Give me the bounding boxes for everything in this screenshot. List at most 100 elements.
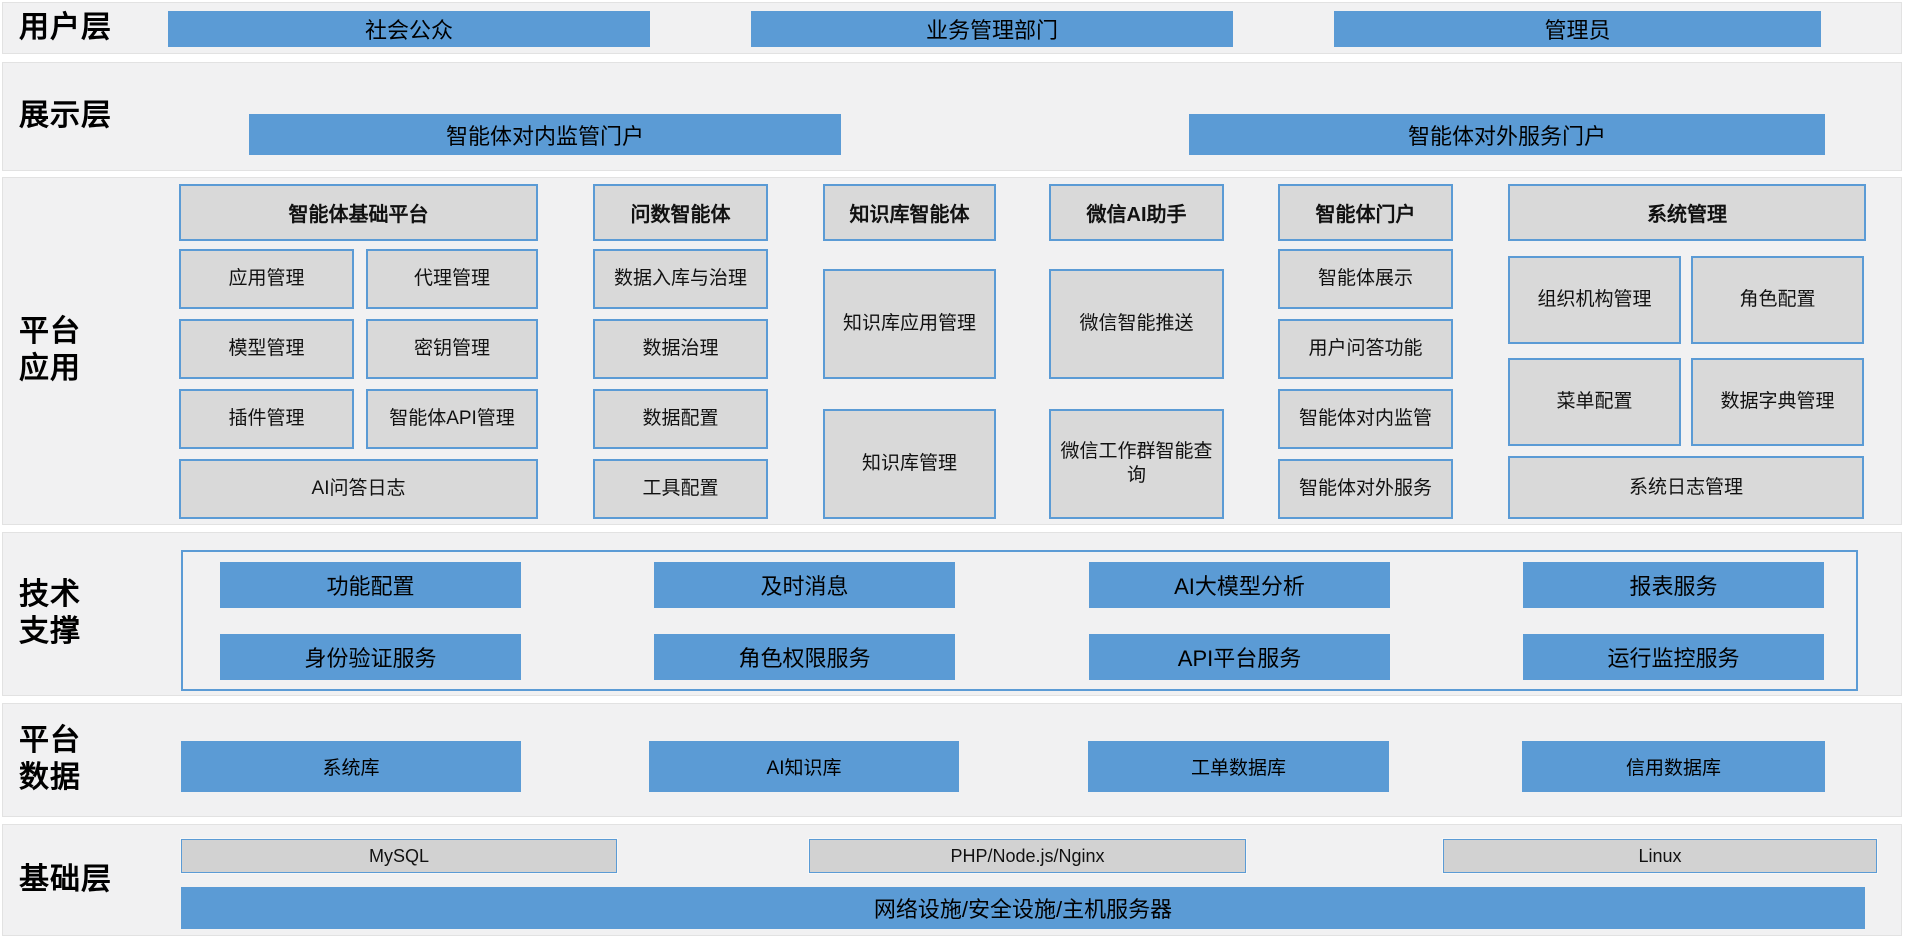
tech-btn-label: 报表服务 [1629, 574, 1718, 599]
tech-btn-role-permission: 角色权限服务 [654, 634, 955, 680]
app-col3-header: 知识库智能体 [823, 184, 996, 241]
app-cell-label: 微信工作群智能查询 [1060, 441, 1213, 486]
app-col1-header: 智能体基础平台 [179, 184, 538, 241]
app-cell-org-mgmt: 组织机构管理 [1508, 256, 1681, 344]
layer-label-text: 基础层 [19, 862, 112, 896]
layer-band-infrastructure: 基础层 MySQL PHP/Node.js/Nginx Linux 网络设施/安… [2, 824, 1902, 936]
app-cell-agent-api-mgmt: 智能体API管理 [366, 389, 538, 449]
app-col-header-label: 智能体基础平台 [288, 204, 429, 226]
app-cell-menu-config: 菜单配置 [1508, 358, 1681, 446]
layer-label-text: 技术 [19, 578, 81, 612]
app-cell-kb-app-mgmt: 知识库应用管理 [823, 269, 996, 379]
layer-label-tech-support: 技术 支撑 [19, 533, 81, 695]
layer-label-text: 展示层 [19, 99, 112, 133]
tech-btn-label: API平台服务 [1177, 646, 1302, 671]
app-cell-data-dict-mgmt: 数据字典管理 [1691, 358, 1864, 446]
infra-bar-label: 网络设施/安全设施/主机服务器 [873, 897, 1173, 922]
app-cell-label: 菜单配置 [1556, 391, 1633, 413]
user-item-label: 业务管理部门 [925, 18, 1058, 43]
app-cell-label: 智能体对内监管 [1298, 408, 1432, 430]
app-cell-key-mgmt: 密钥管理 [366, 319, 538, 379]
app-cell-user-qa: 用户问答功能 [1278, 319, 1453, 379]
layer-label-platform-app: 平台 应用 [19, 178, 81, 524]
app-cell-label: 插件管理 [228, 408, 305, 430]
infra-mysql: MySQL [180, 838, 618, 874]
app-cell-label: 数据配置 [642, 408, 719, 430]
user-item-label: 社会公众 [364, 18, 453, 43]
app-cell-wechat-push: 微信智能推送 [1049, 269, 1224, 379]
app-col-header-label: 系统管理 [1647, 204, 1727, 226]
tech-btn-report-service: 报表服务 [1523, 562, 1824, 608]
user-item-label: 管理员 [1544, 18, 1611, 43]
app-cell-label: 角色配置 [1739, 289, 1816, 311]
layer-label-text: 支撑 [19, 615, 81, 648]
app-cell-label: 系统日志管理 [1628, 476, 1743, 498]
portal-internal-supervision: 智能体对内监管门户 [249, 114, 841, 155]
app-col2-header: 问数智能体 [593, 184, 768, 241]
tech-support-frame [181, 550, 1858, 691]
db-work-order: 工单数据库 [1088, 741, 1389, 792]
layer-label-display: 展示层 [19, 63, 112, 170]
layer-label-text: 平台 [19, 724, 81, 758]
app-cell-label: 组织机构管理 [1537, 289, 1652, 311]
layer-band-platform-app: 平台 应用 智能体基础平台 应用管理 代理管理 模型管理 密钥管理 插件管理 智… [2, 177, 1902, 525]
tech-btn-label: 身份验证服务 [304, 646, 437, 671]
app-col6-header: 系统管理 [1508, 184, 1866, 241]
db-label: 系统库 [322, 758, 380, 779]
tech-btn-label: AI大模型分析 [1174, 574, 1305, 599]
app-cell-data-ingest: 数据入库与治理 [593, 249, 768, 309]
layer-label-text: 平台 [19, 315, 81, 349]
app-cell-label: 智能体展示 [1317, 268, 1413, 290]
app-col-header-label: 微信AI助手 [1086, 204, 1187, 226]
tech-btn-identity-verification: 身份验证服务 [220, 634, 521, 680]
infra-php-nodejs-nginx: PHP/Node.js/Nginx [808, 838, 1247, 874]
app-col4-header: 微信AI助手 [1049, 184, 1224, 241]
portal-external-service: 智能体对外服务门户 [1189, 114, 1825, 155]
tech-btn-instant-message: 及时消息 [654, 562, 955, 608]
layer-band-platform-data: 平台 数据 系统库 AI知识库 工单数据库 信用数据库 [2, 703, 1902, 817]
app-cell-label: 知识库管理 [861, 453, 957, 475]
portal-label: 智能体对外服务门户 [1407, 123, 1606, 149]
db-label: 信用数据库 [1625, 758, 1721, 779]
app-cell-agent-external-service: 智能体对外服务 [1278, 459, 1453, 519]
app-cell-kb-mgmt: 知识库管理 [823, 409, 996, 519]
infra-label: Linux [1638, 845, 1682, 866]
layer-label-infrastructure: 基础层 [19, 825, 112, 935]
app-cell-model-mgmt: 模型管理 [179, 319, 354, 379]
infra-linux: Linux [1442, 838, 1878, 874]
tech-btn-ai-llm-analysis: AI大模型分析 [1089, 562, 1390, 608]
app-cell-agent-internal-supervision: 智能体对内监管 [1278, 389, 1453, 449]
app-cell-label: AI问答日志 [311, 478, 406, 500]
layer-band-display: 展示层 智能体对内监管门户 智能体对外服务门户 [2, 62, 1902, 171]
infra-network-security-host-bar: 网络设施/安全设施/主机服务器 [181, 887, 1865, 929]
app-cell-role-config: 角色配置 [1691, 256, 1864, 344]
app-cell-agent-mgmt: 代理管理 [366, 249, 538, 309]
db-ai-knowledge: AI知识库 [649, 741, 959, 792]
layer-label-platform-data: 平台 数据 [19, 704, 81, 816]
app-cell-label: 微信智能推送 [1079, 313, 1194, 335]
app-cell-label: 应用管理 [228, 268, 305, 290]
app-cell-label: 代理管理 [413, 268, 490, 290]
app-col-header-label: 问数智能体 [630, 204, 731, 226]
app-cell-agent-showcase: 智能体展示 [1278, 249, 1453, 309]
portal-label: 智能体对内监管门户 [445, 123, 644, 149]
db-credit: 信用数据库 [1522, 741, 1825, 792]
user-item-public: 社会公众 [168, 11, 650, 47]
infra-label: MySQL [368, 845, 429, 866]
app-col-header-label: 智能体门户 [1315, 204, 1416, 226]
layer-label-text: 应用 [19, 352, 81, 385]
app-cell-label: 知识库应用管理 [842, 313, 976, 335]
app-cell-app-mgmt: 应用管理 [179, 249, 354, 309]
tech-btn-label: 及时消息 [760, 574, 849, 599]
tech-btn-function-config: 功能配置 [220, 562, 521, 608]
app-cell-plugin-mgmt: 插件管理 [179, 389, 354, 449]
user-item-business-dept: 业务管理部门 [751, 11, 1233, 47]
app-cell-ai-qa-log: AI问答日志 [179, 459, 538, 519]
user-item-admin: 管理员 [1334, 11, 1821, 47]
layer-band-user: 用户层 社会公众 业务管理部门 管理员 [2, 2, 1902, 54]
app-col5-header: 智能体门户 [1278, 184, 1453, 241]
tech-btn-runtime-monitoring: 运行监控服务 [1523, 634, 1824, 680]
tech-btn-label: 功能配置 [326, 574, 415, 599]
app-cell-label: 智能体API管理 [389, 408, 515, 430]
